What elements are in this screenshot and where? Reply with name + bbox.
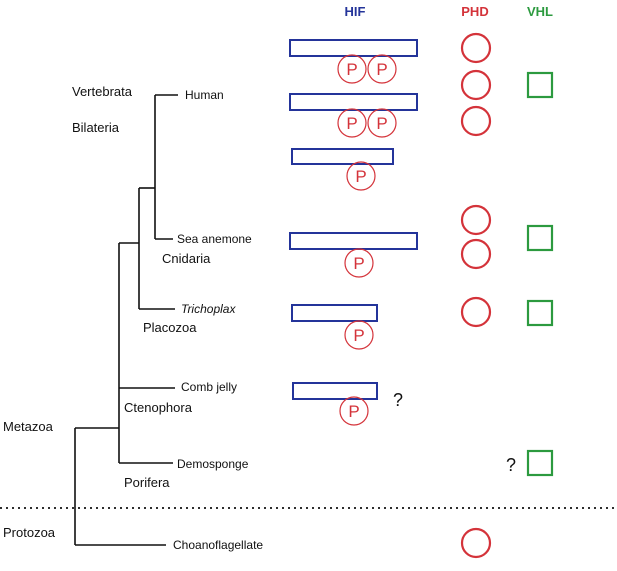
label-porifera: Porifera [124,475,170,490]
phd-enzyme-circle [460,527,492,559]
label-protozoa: Protozoa [3,525,56,540]
comb-jelly-hif-question-mark: ? [393,390,403,410]
label-metazoa: Metazoa [3,419,54,434]
hif-protein-bar [289,232,418,250]
hydroxylation-site-p-label: P [348,402,359,421]
hif-header: HIF [345,4,366,19]
hydroxylation-site-p-label: P [355,167,366,186]
species-choanoflagellate: Choanoflagellate [173,538,263,552]
species-trichoplax: Trichoplax [181,302,236,316]
hydroxylation-site-p-label: P [346,114,357,133]
phd-enzyme-circle [460,32,492,64]
hif-protein-bar [291,148,394,165]
hydroxylation-site-circle [344,248,374,278]
species-sea-anemone: Sea anemone [177,232,252,246]
vhl-protein-square [526,224,554,252]
hydroxylation-site-p-label: P [376,114,387,133]
phd-enzyme-circle [460,105,492,137]
vhl-protein-square [526,299,554,327]
hif-protein-bar [291,304,378,322]
hydroxylation-site-p-label: P [346,60,357,79]
phylogenetic-tree [74,94,178,546]
hydroxylation-site-p-label: P [353,326,364,345]
hif-protein-bar [289,93,418,111]
label-bilateria: Bilateria [72,120,120,135]
hydroxylation-site-circle [337,108,367,138]
hydroxylation-site-circle [346,161,376,191]
hydroxylation-site-circle [367,108,397,138]
phd-enzyme-circle [460,238,492,270]
phd-header: PHD [461,4,488,19]
vhl-header: VHL [527,4,553,19]
vhl-protein-square [526,449,554,477]
species-human: Human [185,88,224,102]
hif-protein-bar [292,382,378,400]
phd-enzyme-circle [460,204,492,236]
hydroxylation-site-circle [339,396,369,426]
hydroxylation-site-p-label: P [353,254,364,273]
hydroxylation-site-circle [367,54,397,84]
label-placozoa: Placozoa [143,320,197,335]
species-comb-jelly: Comb jelly [181,380,237,394]
hydroxylation-site-circle [344,320,374,350]
label-cnidaria: Cnidaria [162,251,211,266]
species-demosponge: Demosponge [177,457,249,471]
hif-protein-bar [289,39,418,57]
hydroxylation-site-circle [337,54,367,84]
label-ctenophora: Ctenophora [124,400,193,415]
vhl-protein-square [526,71,554,99]
demosponge-vhl-question-mark: ? [506,455,516,475]
phd-enzyme-circle [460,296,492,328]
hydroxylation-site-p-label: P [376,60,387,79]
phd-enzyme-circle [460,69,492,101]
label-vertebrata: Vertebrata [72,84,133,99]
